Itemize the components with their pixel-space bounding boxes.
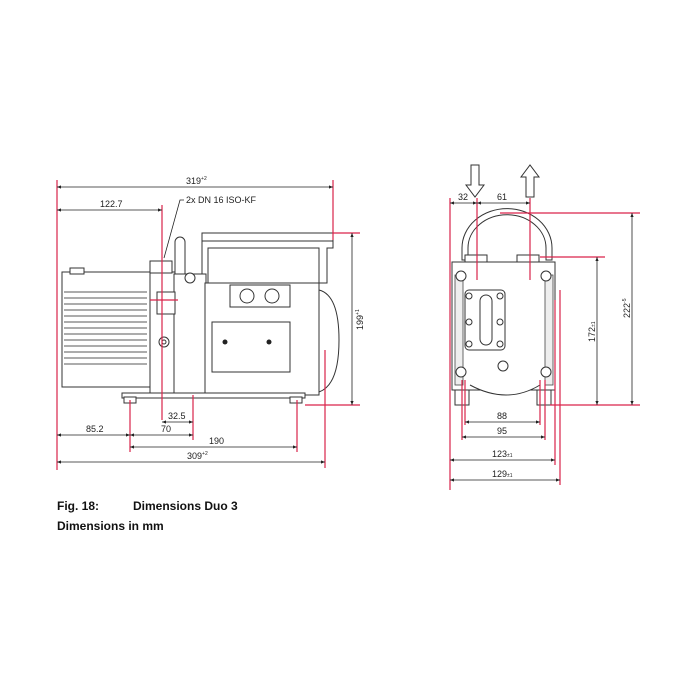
front-view: 32 61 222-5 172±1 88 95 123±1 129±1 bbox=[449, 164, 640, 490]
dim-222: 222-5 bbox=[622, 298, 632, 318]
dim-32-5: 32.5 bbox=[168, 411, 186, 421]
dim-61: 61 bbox=[497, 192, 507, 202]
dim-123: 123±1 bbox=[492, 449, 513, 459]
dim-122-7: 122.7 bbox=[100, 199, 123, 209]
dim-129: 129±1 bbox=[492, 469, 513, 479]
pump-side-outline bbox=[61, 232, 340, 404]
figure-number: Fig. 18: bbox=[57, 499, 100, 513]
dim-309: 309+2 bbox=[187, 451, 208, 461]
dim-70: 70 bbox=[161, 424, 171, 434]
dim-88: 88 bbox=[497, 411, 507, 421]
dim-32: 32 bbox=[458, 192, 468, 202]
dim-172: 172±1 bbox=[587, 321, 597, 342]
figure-subtitle: Dimensions in mm bbox=[57, 519, 164, 533]
dim-319: 319+2 bbox=[186, 176, 207, 186]
front-dimension-lines bbox=[449, 198, 640, 490]
flange-label: 2x DN 16 ISO-KF bbox=[186, 195, 257, 205]
dim-95: 95 bbox=[497, 426, 507, 436]
dim-190: 190 bbox=[209, 436, 224, 446]
inlet-arrow-icon bbox=[465, 164, 485, 198]
side-view: 2x DN 16 ISO-KF 319+2 122.7 199+1 32.5 8… bbox=[56, 176, 365, 470]
side-dimension-lines bbox=[56, 180, 360, 470]
dim-199: 199+1 bbox=[355, 309, 365, 330]
figure-title: Dimensions Duo 3 bbox=[133, 499, 238, 513]
dim-85-2: 85.2 bbox=[86, 424, 104, 434]
exhaust-arrow-icon bbox=[520, 164, 540, 198]
pump-front-outline bbox=[451, 208, 556, 406]
